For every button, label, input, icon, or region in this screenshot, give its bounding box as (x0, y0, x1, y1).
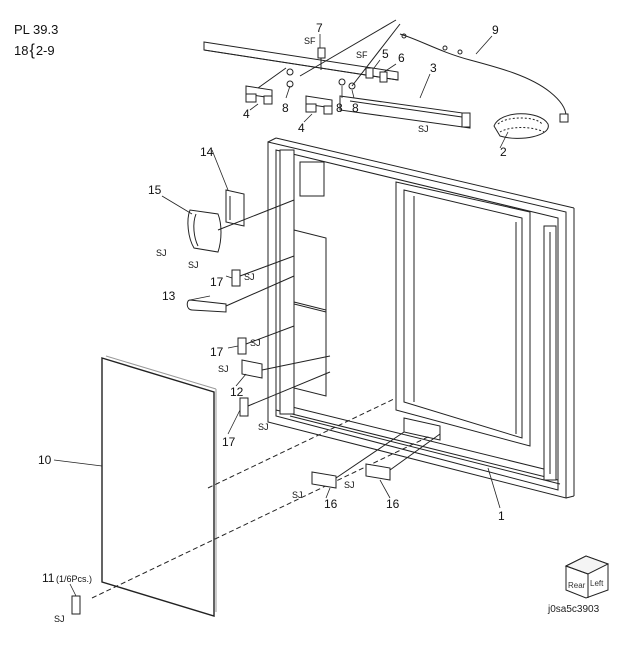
label-sj-11: SJ (54, 614, 65, 624)
callout-11: 11 (42, 571, 55, 585)
label-sj-16-left: SJ (292, 490, 303, 500)
bracket-part-4-mid (305, 95, 333, 115)
leader-lines (53, 34, 509, 597)
label-sj-12: SJ (218, 364, 229, 374)
orientation-rear: Rear (568, 581, 586, 590)
callout-3: 3 (430, 61, 437, 75)
callout-9: 9 (492, 23, 499, 37)
plate-number: PL 39.3 (14, 22, 58, 37)
figure-id-text: j0sa5c3903 (548, 604, 600, 615)
callout-11-quantity: (1/6Pcs.) (56, 574, 92, 584)
callout-4-mid: 4 (298, 121, 305, 135)
callout-16-right: 16 (386, 497, 400, 511)
callout-14: 14 (200, 145, 214, 159)
orientation-left: Left (590, 579, 604, 588)
callout-4-left: 4 (243, 107, 250, 121)
pad-part-16-left (311, 431, 405, 489)
small-panels (293, 161, 327, 397)
callout-16-left: 16 (324, 497, 338, 511)
callout-8-a: 8 (282, 101, 289, 115)
range-brace: { (29, 42, 35, 59)
orientation-cube-icon: Rear Left (564, 555, 610, 599)
callout-6: 6 (398, 51, 405, 65)
range-prefix: 18 (14, 43, 29, 58)
label-sj-16-right: SJ (344, 480, 355, 490)
pad-part-16-right (365, 433, 441, 481)
range-text: 2-9 (35, 43, 55, 58)
callout-17-upper: 17 (210, 275, 224, 289)
bracket-part-4-left (245, 67, 287, 105)
figure-id: j0sa5c3903 (548, 604, 599, 615)
label-sj-14: SJ (188, 260, 199, 270)
callout-13: 13 (162, 289, 176, 303)
callout-2: 2 (500, 145, 507, 159)
item-range: 18{2-9 (14, 42, 55, 60)
callout-8-b: 8 (336, 101, 343, 115)
cover-part-10 (91, 355, 431, 617)
label-sf-2: SF (356, 50, 368, 60)
label-sj-15: SJ (156, 248, 167, 258)
clip-part-17-lower (239, 371, 331, 417)
label-sj-rail: SJ (418, 124, 429, 134)
label-sj-17-lower: SJ (258, 422, 269, 432)
bracket-part-12 (241, 355, 331, 379)
plate-text: PL 39.3 (14, 22, 59, 37)
callout-12: 12 (230, 385, 244, 399)
top-rail-part-3 (203, 41, 471, 129)
callout-17-lower: 17 (222, 435, 236, 449)
bracket-part-14 (225, 189, 245, 227)
label-sj-17-mid: SJ (250, 338, 261, 348)
callout-7: 7 (316, 21, 323, 35)
inner-panel (395, 181, 531, 447)
holder-part-15 (187, 199, 295, 253)
harness-part-9 (399, 33, 569, 123)
screw-parts-5-6-7-8 (286, 19, 401, 90)
callout-8-c: 8 (352, 101, 359, 115)
bracket-part-13 (186, 275, 295, 313)
label-sj-17-upper: SJ (244, 272, 255, 282)
screw-type-labels: SF SF SJ SJ SJ SJ SJ SJ SJ SJ SJ SJ (54, 36, 429, 624)
cable-chain-part-2 (493, 113, 549, 139)
callout-1: 1 (498, 509, 505, 523)
label-sf-1: SF (304, 36, 316, 46)
callout-10: 10 (38, 453, 52, 467)
callout-15: 15 (148, 183, 162, 197)
callout-numbers: 1 2 3 4 4 5 6 7 8 8 8 9 10 11 (1/6Pcs.) … (38, 21, 507, 585)
clip-part-11 (71, 595, 81, 615)
callout-17-mid: 17 (210, 345, 224, 359)
callout-5: 5 (382, 47, 389, 61)
